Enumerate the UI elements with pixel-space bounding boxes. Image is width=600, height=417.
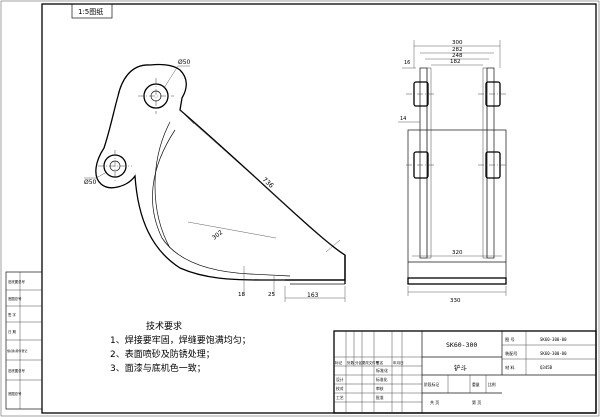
front-bottom-plate — [407, 277, 507, 285]
dim-overall-width: 300 — [452, 40, 463, 46]
margin-label: 借(通)用件登记 — [7, 348, 27, 353]
tb-approve-label: 批准 — [376, 395, 384, 400]
dim-182: 182 — [450, 59, 461, 65]
dim-248: 248 — [452, 53, 463, 59]
leader-line — [95, 171, 108, 179]
tb-part: 铲斗 — [454, 363, 468, 372]
bucket-inner-line — [152, 129, 291, 277]
dim-ear: 16 — [404, 60, 410, 66]
tech-heading: 技术要求 — [146, 320, 182, 332]
tb-date-label: 年月日 — [393, 360, 404, 365]
margin-label: 底图总号 — [8, 391, 22, 396]
tb-weight-label: 重量 — [472, 382, 480, 387]
tb-process-label: 工艺 — [336, 395, 344, 400]
margin-label: 旧底图总号 — [8, 368, 26, 373]
tb-zone-label: 分区 — [355, 360, 363, 365]
leader-line — [163, 65, 179, 89]
tb-sheet-total: 共 页 — [430, 399, 439, 405]
bucket-floor-line — [154, 121, 171, 249]
margin-label: 旧底图总号 — [8, 279, 26, 284]
tb-material-label: 材 料 — [505, 364, 516, 371]
front-view: 300 282 248 182 16 14 320 — [398, 40, 508, 304]
dim-line-302 — [187, 221, 277, 239]
tb-check-label: 校对 — [336, 386, 344, 391]
tb-scale-label: 比例 — [488, 382, 496, 387]
tb-standard-label: 标准化 — [376, 377, 388, 382]
dim-bottom-width: 330 — [450, 298, 461, 304]
margin-label: 日 期 — [8, 329, 16, 334]
tb-name: SK60-300 — [446, 341, 477, 349]
tb-stamp: 标准化 — [376, 367, 388, 373]
tb-drawing-no: SK60-300-00 — [540, 337, 567, 342]
tb-count-label: 处数 — [347, 360, 355, 365]
side-view: Ø50 Ø50 736 302 18 25 163 — [84, 59, 346, 302]
margin-label: 签 字 — [8, 312, 16, 317]
corner-tag: 1:5图纸 — [78, 7, 103, 16]
margin-label: 底图总号 — [8, 296, 22, 301]
tb-material: Q345B — [540, 365, 553, 370]
dim-lip: 163 — [307, 292, 319, 299]
tech-item: 2、表面喷砂及防锈处理； — [110, 348, 215, 360]
dim-long-edge: 736 — [261, 176, 276, 190]
dim-pin-bottom: Ø50 — [84, 179, 97, 186]
dim-small-b: 25 — [268, 292, 275, 298]
tb-stage-label: 阶段标记 — [424, 382, 439, 387]
margin-table: 旧底图总号 底图总号 签 字 日 期 借(通)用件登记 旧底图总号 底图总号 — [5, 271, 43, 410]
dim-inner-width: 320 — [452, 250, 463, 256]
tech-item: 1、焊接要牢固，焊缝要饱满均匀； — [110, 334, 251, 346]
tb-design-label: 设计 — [336, 377, 344, 382]
corner-tag-box — [71, 3, 113, 19]
right-ear-plate — [486, 67, 495, 259]
tech-item: 3、面漆与底机色一致； — [110, 362, 206, 374]
tb-mark-label: 标记 — [335, 360, 343, 365]
dim-small-a: 18 — [238, 292, 245, 298]
dim-line-736 — [187, 117, 333, 247]
dim-offset: 14 — [400, 116, 406, 122]
dim-pin-top: Ø50 — [178, 59, 191, 66]
bucket-outer-profile — [95, 63, 346, 281]
tb-review-label: 审核 — [376, 386, 384, 391]
dim-282: 282 — [452, 47, 463, 53]
tb-assembly-no: SK60-300-00 — [540, 351, 567, 356]
inner-frame — [41, 3, 597, 414]
tb-drawing-no-label: 图 号 — [505, 337, 515, 343]
tb-assembly-no-label: 装配号 — [505, 350, 518, 357]
tech-requirements: 技术要求 1、焊接要牢固，焊缝要饱满均匀； 2、表面喷砂及防锈处理； 3、面漆与… — [110, 320, 251, 374]
tb-sheet-no: 第 页 — [472, 399, 481, 405]
tb-signature-label: 签名 — [376, 360, 384, 365]
dim-inner-depth: 302 — [211, 229, 224, 242]
tb-change-doc-label: 更改文件号 — [362, 360, 380, 365]
left-ear-plate — [419, 67, 428, 259]
title-block: 标记 处数 分区 更改文件号 签名 年月日 标准化 设计 标准化 校对 审核 工… — [333, 330, 597, 414]
